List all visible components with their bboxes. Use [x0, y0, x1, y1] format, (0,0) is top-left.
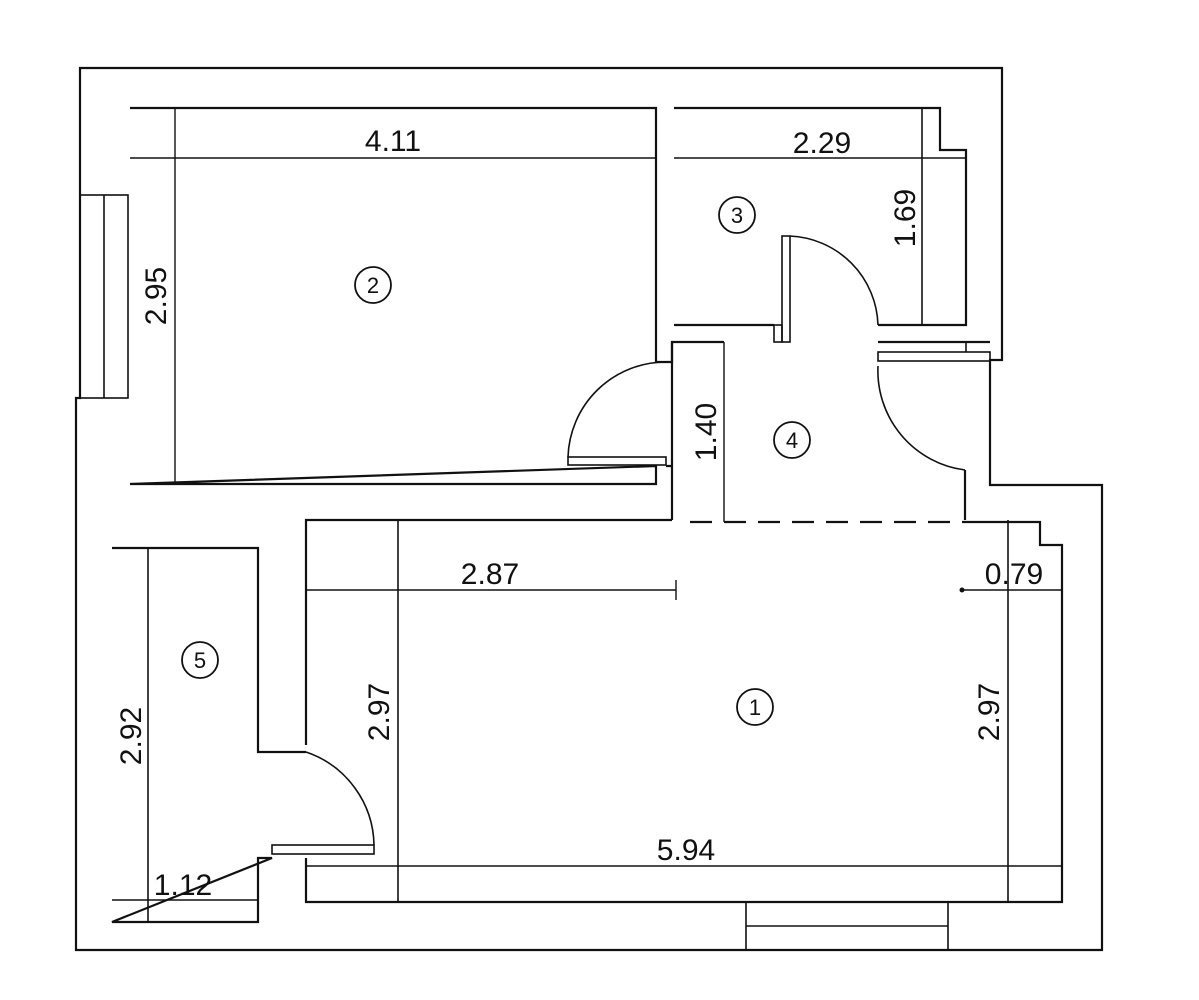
dim-room-1-right-width: 0.79	[985, 558, 1043, 591]
room-marker-3: 3	[718, 196, 756, 234]
dim-room-2-width: 4.11	[365, 125, 421, 158]
door-room-5	[271, 751, 375, 855]
window-left	[79, 194, 129, 399]
door-room-3	[773, 235, 879, 343]
room-number-4: 4	[786, 428, 798, 453]
room-number-5: 5	[194, 648, 206, 673]
window-bottom	[745, 901, 949, 951]
room-number-2: 2	[367, 273, 379, 298]
dim-room-1-left-width: 2.87	[461, 558, 519, 591]
dim-room-4-height: 1.40	[690, 403, 723, 461]
dim-room-5-width: 1.12	[154, 869, 212, 902]
dim-room-1-width: 5.94	[657, 834, 715, 867]
room-1-wall	[304, 518, 1064, 904]
room-number-3: 3	[731, 203, 743, 228]
room-3-wall	[674, 106, 968, 327]
room-marker-1: 1	[736, 688, 774, 726]
dim-room-3-width: 2.29	[793, 127, 851, 160]
dim-room-1-left-height: 2.97	[363, 683, 396, 741]
room-4-wall	[878, 340, 990, 520]
dim-room-2-height: 2.95	[140, 267, 173, 325]
room-2-wall	[129, 106, 724, 486]
dim-room-1-right-height: 2.97	[973, 683, 1006, 741]
room-marker-5: 5	[181, 641, 219, 679]
room-marker-2: 2	[354, 266, 392, 304]
outer-wall	[74, 66, 1104, 952]
room-number-1: 1	[749, 695, 761, 720]
dim-room-3-height: 1.69	[889, 189, 922, 247]
room-marker-4: 4	[773, 421, 811, 459]
dim-line-room-1-right-dot	[959, 587, 965, 593]
door-room-4-east	[877, 342, 991, 471]
door-room-2	[567, 361, 667, 466]
dim-room-5-height: 2.92	[115, 707, 148, 765]
